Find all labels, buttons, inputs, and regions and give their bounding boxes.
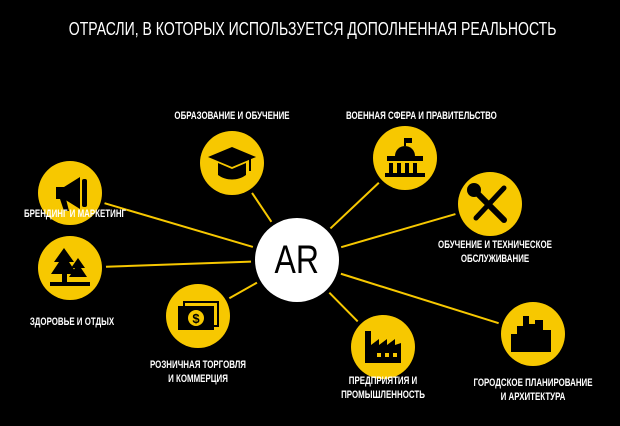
- connector-line-training: [340, 213, 456, 249]
- label-line: ПРОМЫШЛЕННОСТЬ: [341, 389, 425, 401]
- trees-icon: [50, 248, 90, 286]
- label-line: ГОРОДСКОЕ ПЛАНИРОВАНИЕ: [473, 377, 593, 389]
- label-education: ОБРАЗОВАНИЕ И ОБУЧЕНИЕ: [132, 109, 332, 123]
- city-icon: [511, 316, 551, 352]
- connector-line-urban: [340, 272, 499, 325]
- label-line: РОЗНИЧНАЯ ТОРГОВЛЯ: [149, 359, 247, 371]
- label-urban: ГОРОДСКОЕ ПЛАНИРОВАНИЕ И АРХИТЕКТУРА: [433, 376, 620, 404]
- label-line: И КОММЕРЦИЯ: [168, 373, 228, 385]
- label-line: ОБРАЗОВАНИЕ И ОБУЧЕНИЕ: [174, 110, 290, 122]
- ar-center-circle: AR: [255, 218, 339, 302]
- connector-line-enterprise: [328, 292, 359, 323]
- node-education: [200, 131, 264, 195]
- node-retail: $: [166, 284, 230, 348]
- connector-line-retail: [228, 281, 258, 300]
- diagram-title: ОТРАСЛИ, В КОТОРЫХ ИСПОЛЬЗУЕТСЯ ДОПОЛНЕН…: [0, 19, 620, 40]
- ar-label: AR: [274, 238, 320, 282]
- connector-line-branding: [104, 202, 254, 248]
- connector-line-military: [329, 181, 380, 230]
- label-line: БРЕНДИНГ И МАРКЕТИНГ: [23, 208, 127, 220]
- tools-icon: [467, 183, 507, 223]
- factory-icon: [365, 331, 401, 363]
- label-training: ОБУЧЕНИЕ И ТЕХНИЧЕСКОЕ ОБСЛУЖИВАНИЕ: [395, 238, 595, 266]
- label-line: ВОЕННАЯ СФЕРА И ПРАВИТЕЛЬСТВО: [346, 110, 497, 122]
- node-health: [38, 236, 102, 300]
- label-retail: РОЗНИЧНАЯ ТОРГОВЛЯ И КОММЕРЦИЯ: [98, 358, 298, 386]
- node-enterprise: [351, 315, 415, 379]
- connector-line-education: [251, 192, 273, 223]
- label-line: ПРЕДПРИЯТИЯ И: [348, 375, 418, 387]
- label-line: ОБУЧЕНИЕ И ТЕХНИЧЕСКОЕ: [438, 239, 552, 251]
- label-branding: БРЕНДИНГ И МАРКЕТИНГ: [0, 207, 175, 221]
- label-military: ВОЕННАЯ СФЕРА И ПРАВИТЕЛЬСТВО: [318, 109, 518, 123]
- node-branding: [38, 161, 102, 225]
- label-line: ОБСЛУЖИВАНИЕ: [460, 253, 530, 265]
- connector-line-health: [105, 260, 252, 268]
- label-health: ЗДОРОВЬЕ И ОТДЫХ: [0, 315, 172, 329]
- label-line: ЗДОРОВЬЕ И ОТДЫХ: [29, 316, 115, 328]
- money-icon: $: [178, 301, 219, 330]
- svg-text:$: $: [192, 311, 200, 326]
- node-training: [458, 172, 522, 236]
- node-military: [373, 126, 437, 190]
- government-building-icon: [385, 138, 425, 177]
- graduation-cap-icon: [208, 147, 256, 180]
- node-urban: [501, 302, 565, 366]
- title-text: ОТРАСЛИ, В КОТОРЫХ ИСПОЛЬЗУЕТСЯ ДОПОЛНЕН…: [68, 19, 557, 39]
- label-enterprise: ПРЕДПРИЯТИЯ И ПРОМЫШЛЕННОСТЬ: [283, 374, 483, 402]
- megaphone-icon: [56, 177, 87, 211]
- label-line: И АРХИТЕКТУРА: [500, 391, 566, 403]
